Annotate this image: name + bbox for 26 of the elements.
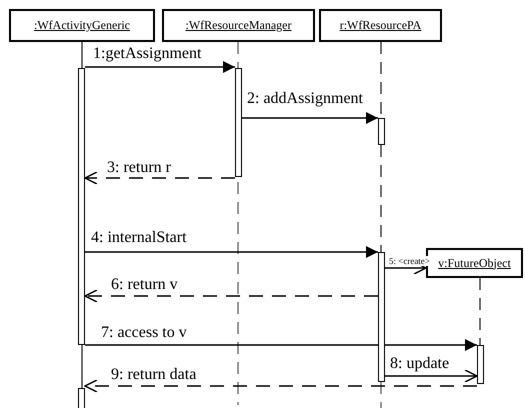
message-arrow [85,246,378,258]
activation-bar [477,345,484,384]
activation-bar [378,118,385,145]
object-name: :WfResourceManager [186,18,292,33]
edge-label: 5: <create> [388,256,431,266]
edge-label: 1:getAssignment [92,46,202,62]
message-arrow [242,112,378,124]
return-arrow [84,379,477,393]
message-arrow [85,61,235,73]
message-arrow [385,369,478,383]
message-arrow [85,339,477,351]
edge-label: 2: addAssignment [246,91,364,107]
activation-bar [378,252,385,382]
return-arrow [84,171,235,185]
object-name: r:WfResourcePA [340,18,422,33]
lifeline [380,144,382,252]
object-name: v:FutureObject [438,256,511,270]
activation-bar [235,68,242,177]
object-box [9,9,155,42]
object-name: :WfActivityGeneric [34,18,130,33]
edge-label: 8: update [389,356,450,372]
return-arrow [84,289,378,303]
activation-bar [78,388,85,408]
object-box [319,9,442,42]
object-box [162,9,315,42]
activation-bar [78,68,85,345]
